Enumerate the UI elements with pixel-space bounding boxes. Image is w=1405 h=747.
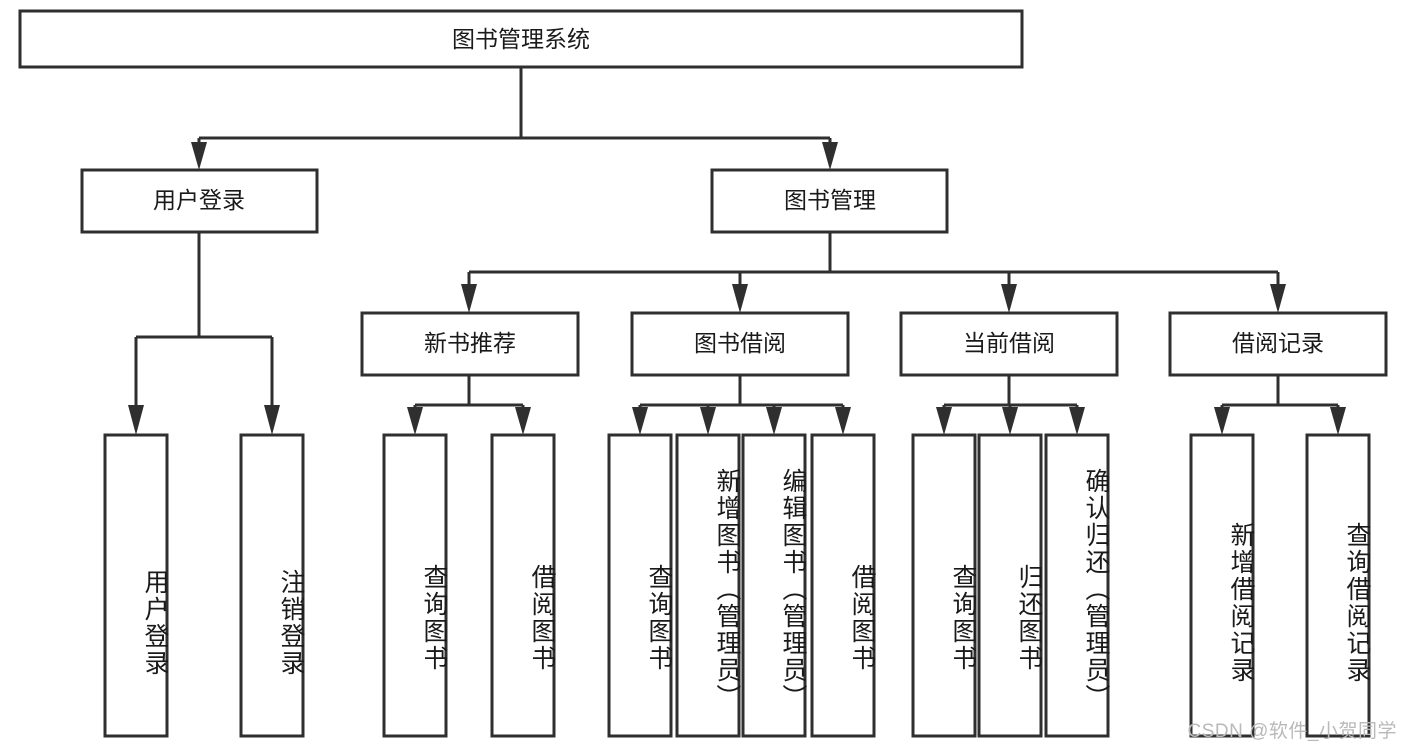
node-borrow-label: 图书借阅 [694, 330, 786, 356]
arrow-to-leaf-7 [766, 407, 782, 435]
node-leaf-1-box[interactable] [103, 433, 169, 738]
node-leaf-11-box[interactable] [1044, 433, 1110, 738]
arrow-to-leaf-4 [515, 407, 531, 435]
node-newbook[interactable]: 新书推荐 [360, 311, 580, 377]
arrow-to-login [191, 142, 207, 170]
arrow-to-leaf-6 [700, 407, 716, 435]
arrow-to-leaf-11 [1069, 407, 1085, 435]
node-current[interactable]: 当前借阅 [899, 311, 1119, 377]
arrow-to-leaf-8 [835, 407, 851, 435]
arrow-to-borrow [732, 284, 748, 313]
node-root[interactable]: 图书管理系统 [18, 9, 1024, 69]
node-borrow[interactable]: 图书借阅 [630, 311, 850, 377]
node-bookmgmt-box[interactable] [710, 168, 949, 234]
node-leaf-12-box[interactable] [1189, 433, 1255, 738]
arrow-to-leaf-5 [632, 407, 648, 435]
arrow-to-leaf-2 [264, 405, 280, 435]
node-records-label: 借阅记录 [1232, 330, 1324, 356]
node-leaf-9-box[interactable] [911, 433, 977, 738]
node-current-box[interactable] [899, 311, 1119, 377]
node-login-label: 用户登录 [153, 187, 245, 213]
node-leaf-13-box[interactable] [1305, 433, 1371, 738]
arrow-to-records [1270, 284, 1286, 313]
node-leaf-2-box[interactable] [239, 433, 305, 738]
node-leaf-3-box[interactable] [382, 433, 448, 738]
node-login[interactable]: 用户登录 [80, 168, 319, 234]
arrow-to-leaf-13 [1330, 407, 1346, 435]
node-records[interactable]: 借阅记录 [1168, 311, 1388, 377]
arrow-to-leaf-1 [128, 405, 144, 435]
node-leaf-10-box[interactable] [977, 433, 1043, 738]
node-leaf-8-box[interactable] [810, 433, 876, 738]
node-login-box[interactable] [80, 168, 319, 234]
node-newbook-label: 新书推荐 [424, 330, 516, 356]
arrow-to-leaf-3 [407, 407, 423, 435]
node-root-box[interactable] [18, 9, 1024, 69]
arrow-to-leaf-12 [1214, 407, 1230, 435]
arrow-to-newbook [461, 284, 477, 313]
leaf-box-group [103, 433, 1371, 738]
arrow-to-leaf-10 [1002, 407, 1018, 435]
node-leaf-6-box[interactable] [675, 433, 741, 738]
node-newbook-box[interactable] [360, 311, 580, 377]
arrow-to-leaf-9 [936, 407, 952, 435]
arrow-to-current [1001, 284, 1017, 313]
node-records-box[interactable] [1168, 311, 1388, 377]
node-leaf-5-box[interactable] [607, 433, 673, 738]
node-root-label: 图书管理系统 [452, 26, 590, 52]
node-leaf-4-box[interactable] [490, 433, 556, 738]
csdn-watermark: CSDN @软件_小贺同学 [1187, 721, 1397, 742]
node-bookmgmt[interactable]: 图书管理 [710, 168, 949, 234]
node-current-label: 当前借阅 [963, 330, 1055, 356]
arrow-to-bookmgmt [822, 142, 838, 170]
connector-group [128, 67, 1346, 435]
node-bookmgmt-label: 图书管理 [784, 187, 876, 213]
node-leaf-7-box[interactable] [741, 433, 807, 738]
node-borrow-box[interactable] [630, 311, 850, 377]
